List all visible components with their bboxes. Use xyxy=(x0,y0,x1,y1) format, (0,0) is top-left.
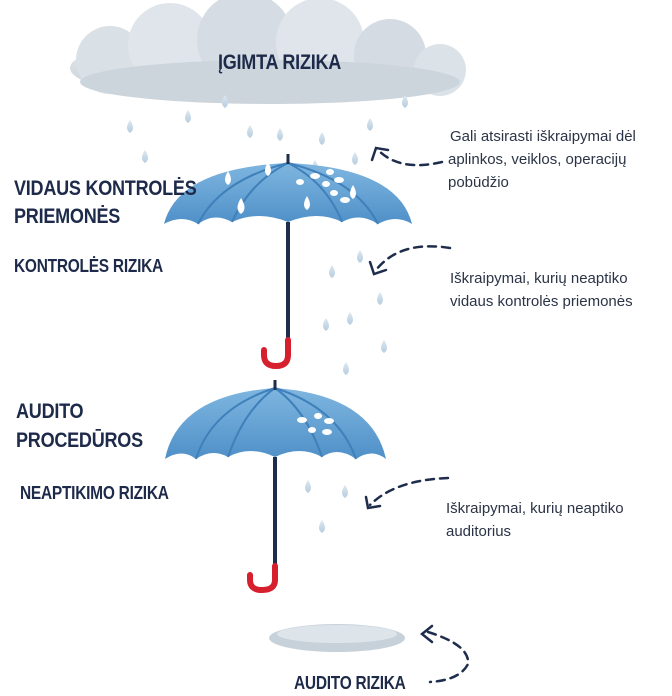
detection-risk-label: NEAPTIKIMO RIZIKA xyxy=(20,483,169,503)
control-risk-label: KONTROLĖS RIZIKA xyxy=(14,256,163,276)
level2-heading-line1: AUDITO xyxy=(16,400,84,423)
note-control-line2: vidaus kontrolės priemonės xyxy=(450,293,633,310)
cloud-title: ĮGIMTA RIZIKA xyxy=(218,51,342,74)
note-detection-line1: Iškraipymai, kurių neaptiko xyxy=(446,500,624,517)
note-inherent-line1: Gali atsirasti iškraipymai dėl xyxy=(450,128,636,145)
note-control-line1: Iškraipymai, kurių neaptiko xyxy=(450,270,628,287)
level1-heading-line2: PRIEMONĖS xyxy=(14,205,121,228)
level2-heading-line2: PROCEDŪROS xyxy=(16,429,143,452)
dashed-arrows xyxy=(368,148,470,684)
umbrella-internal-controls xyxy=(164,154,412,370)
umbrella-audit-procedures xyxy=(165,380,386,594)
level1-heading-line1: VIDAUS KONTROLĖS xyxy=(14,177,197,200)
audit-risk-label: AUDITO RIZIKA xyxy=(294,673,406,693)
note-detection-line2: auditorius xyxy=(446,523,512,540)
cloud xyxy=(70,0,466,104)
arrow-heads xyxy=(364,146,434,644)
rain-drops xyxy=(127,95,408,533)
puddle xyxy=(269,624,405,652)
note-inherent-line3: pobūdžio xyxy=(448,174,509,191)
note-inherent-line2: aplinkos, veiklos, operacijų xyxy=(448,151,627,168)
